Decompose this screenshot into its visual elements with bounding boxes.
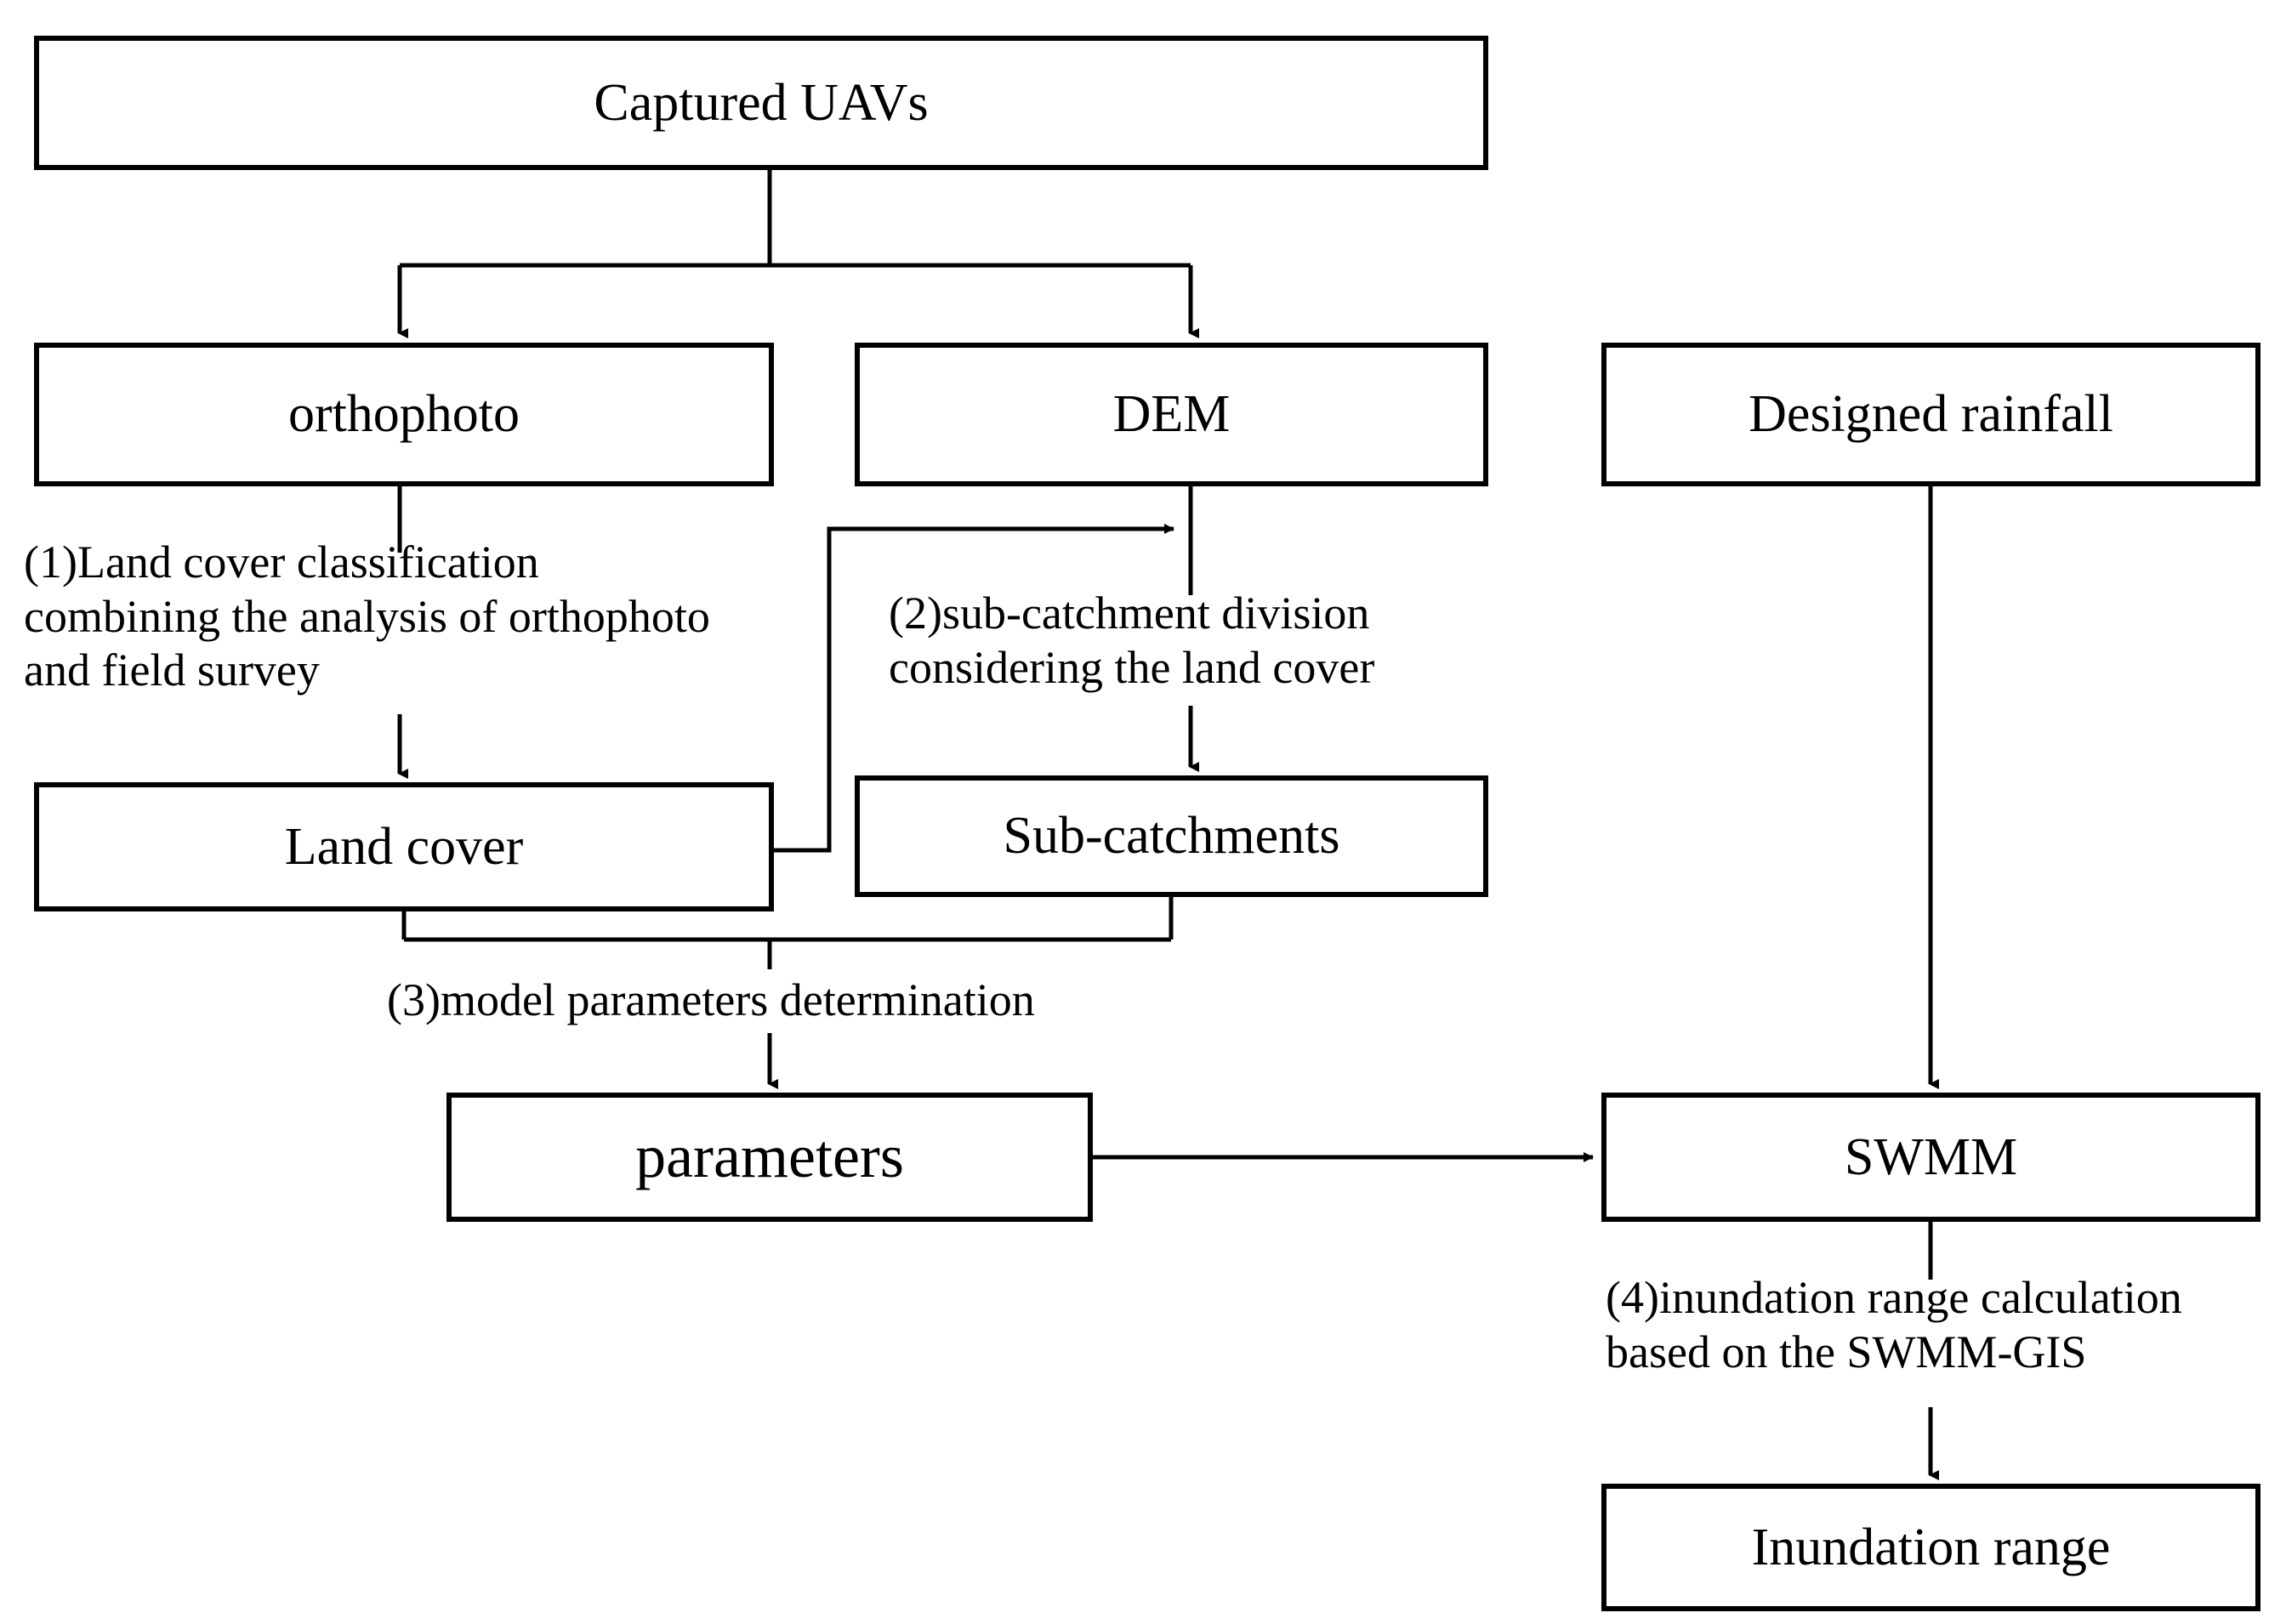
node-captured-uavs-label: Captured UAVs xyxy=(594,73,929,132)
node-orthophoto[interactable]: orthophoto xyxy=(34,343,774,486)
node-dem-label: DEM xyxy=(1112,385,1231,444)
node-captured-uavs[interactable]: Captured UAVs xyxy=(34,36,1488,170)
edge-note-step-2: (2)sub-catchment division considering th… xyxy=(889,588,1375,693)
node-land-cover-label: Land cover xyxy=(284,817,524,876)
edge-note-step-1: (1)Land cover classification combining t… xyxy=(24,537,710,696)
node-designed-rainfall-label: Designed rainfall xyxy=(1749,385,2113,444)
node-swmm[interactable]: SWMM xyxy=(1601,1093,2260,1222)
node-sub-catchments[interactable]: Sub-catchments xyxy=(855,775,1488,897)
edge-landcover-to-dem-feedback xyxy=(774,524,1174,853)
edge-note-step-3: (3)model parameters determination xyxy=(387,974,1035,1025)
node-designed-rainfall[interactable]: Designed rainfall xyxy=(1601,343,2260,486)
node-dem[interactable]: DEM xyxy=(855,343,1488,486)
node-parameters-label: parameters xyxy=(635,1122,904,1191)
node-swmm-label: SWMM xyxy=(1844,1127,2018,1186)
node-sub-catchments-label: Sub-catchments xyxy=(1003,807,1340,866)
node-inundation-range-label: Inundation range xyxy=(1751,1518,2111,1576)
node-inundation-range[interactable]: Inundation range xyxy=(1601,1484,2260,1611)
node-parameters[interactable]: parameters xyxy=(446,1093,1093,1222)
node-land-cover[interactable]: Land cover xyxy=(34,782,774,911)
edge-note-step-4: (4)inundation range calculation based on… xyxy=(1606,1272,2182,1377)
node-orthophoto-label: orthophoto xyxy=(287,385,520,444)
